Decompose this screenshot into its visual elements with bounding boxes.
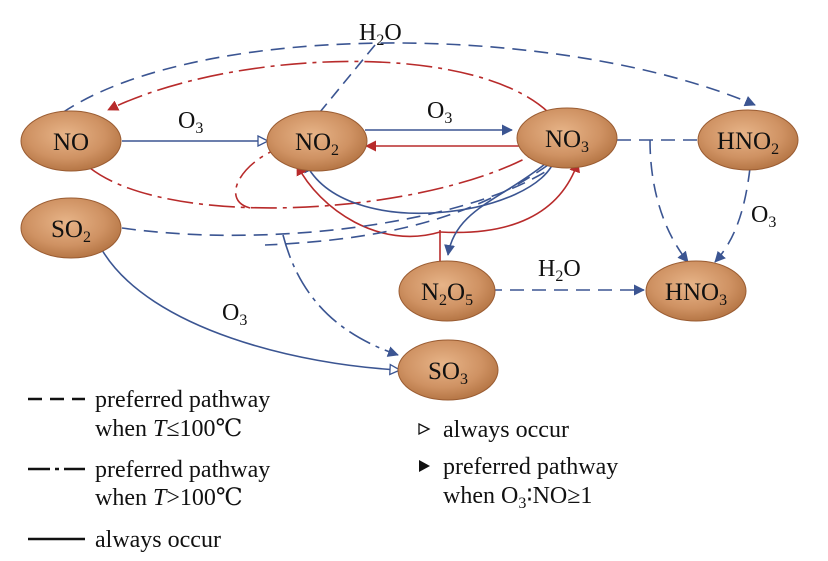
open-arrow-icon <box>418 422 431 436</box>
node-hno3-sub: 3 <box>719 292 727 309</box>
legend-dashdot: preferred pathway when T>100℃ <box>28 457 270 511</box>
edge-to-so3-dashdot <box>282 234 399 357</box>
edge-red-loop-into-no2 <box>234 145 283 209</box>
node-n2o5-osub: 5 <box>465 292 473 309</box>
edge-to-n2o5-blue <box>444 163 546 256</box>
legend-filled-arrow: preferred pathway when O3∶NO≥1 <box>419 454 618 512</box>
edge-no3-dashed-left <box>264 164 549 246</box>
node-no2-base: NO <box>295 129 331 156</box>
node-so3: SO3 <box>397 339 499 401</box>
label-o3-hno2: O3 <box>751 202 776 231</box>
edge-n2o5-to-no3-red <box>439 161 580 234</box>
edge-no-to-no3-red-bottom <box>89 155 531 209</box>
node-hno2-sub: 2 <box>771 141 779 158</box>
node-so3-sub: 3 <box>460 371 468 388</box>
node-no2: NO2 <box>266 110 368 172</box>
svg-text:SO2: SO2 <box>51 216 91 246</box>
label-o3-so2: O3 <box>222 300 247 329</box>
legend-dashed: preferred pathway when T≤100℃ <box>28 387 270 442</box>
legend-open-arrow: always occur <box>418 417 569 443</box>
node-n2o5-n: N <box>421 279 439 306</box>
legend-filled-arrow-line2: when O3∶NO≥1 <box>443 483 592 512</box>
node-hno3: HNO3 <box>645 260 747 322</box>
node-n2o5: N2O5 <box>398 260 496 322</box>
legend-dashdot-line1: preferred pathway <box>95 457 270 483</box>
label-o3-no-no2: O3 <box>178 108 203 137</box>
legend-dashdot-line2: when T>100℃ <box>95 485 243 511</box>
edge-so2-to-so3 <box>101 249 400 370</box>
node-no3: NO3 <box>516 107 618 169</box>
node-so2: SO2 <box>20 197 122 259</box>
node-n2o5-nsub: 2 <box>439 292 447 309</box>
svg-text:NO3: NO3 <box>545 126 589 156</box>
legend-solid: always occur <box>28 527 221 553</box>
node-hno3-base: HNO <box>665 279 719 306</box>
node-so3-base: SO <box>428 358 460 385</box>
edge-so2-dashed-right <box>121 169 549 237</box>
node-so2-base: SO <box>51 216 83 243</box>
legend-dashed-line1: preferred pathway <box>95 387 270 413</box>
svg-text:N2O5: N2O5 <box>421 279 473 309</box>
node-no3-sub: 3 <box>581 139 589 156</box>
node-hno2-base: HNO <box>717 128 771 155</box>
node-hno2: HNO2 <box>697 109 799 171</box>
node-no-label: NO <box>53 129 89 156</box>
svg-text:HNO3: HNO3 <box>665 279 727 309</box>
label-h2o-top: H2O <box>359 20 402 49</box>
edge-h2o-to-no2-dashed <box>319 44 376 113</box>
edge-branch-to-hno3-dashed <box>649 139 689 263</box>
svg-text:HNO2: HNO2 <box>717 128 779 158</box>
svg-text:NO: NO <box>53 129 89 156</box>
legend-solid-text: always occur <box>95 527 221 553</box>
edge-hno2-to-hno3-dashed <box>714 167 751 263</box>
node-so2-sub: 2 <box>83 229 91 246</box>
node-no: NO <box>20 110 122 172</box>
filled-arrow-icon <box>419 460 430 472</box>
svg-text:NO2: NO2 <box>295 129 339 159</box>
legend-dashed-line2: when T≤100℃ <box>95 416 242 442</box>
legend-filled-arrow-line1: preferred pathway <box>443 454 618 480</box>
node-no3-base: NO <box>545 126 581 153</box>
edge-no3-to-no-red-top <box>107 60 549 113</box>
node-n2o5-o: O <box>447 279 465 306</box>
node-no2-sub: 2 <box>331 142 339 159</box>
legend-open-arrow-text: always occur <box>443 417 569 443</box>
label-o3-no2-no3: O3 <box>427 98 452 127</box>
svg-text:SO3: SO3 <box>428 358 468 388</box>
edge-no-to-hno2-dashed <box>61 42 756 114</box>
edge-n2o5-to-no2-red <box>296 164 441 238</box>
label-h2o-n2o5: H2O <box>538 256 581 285</box>
